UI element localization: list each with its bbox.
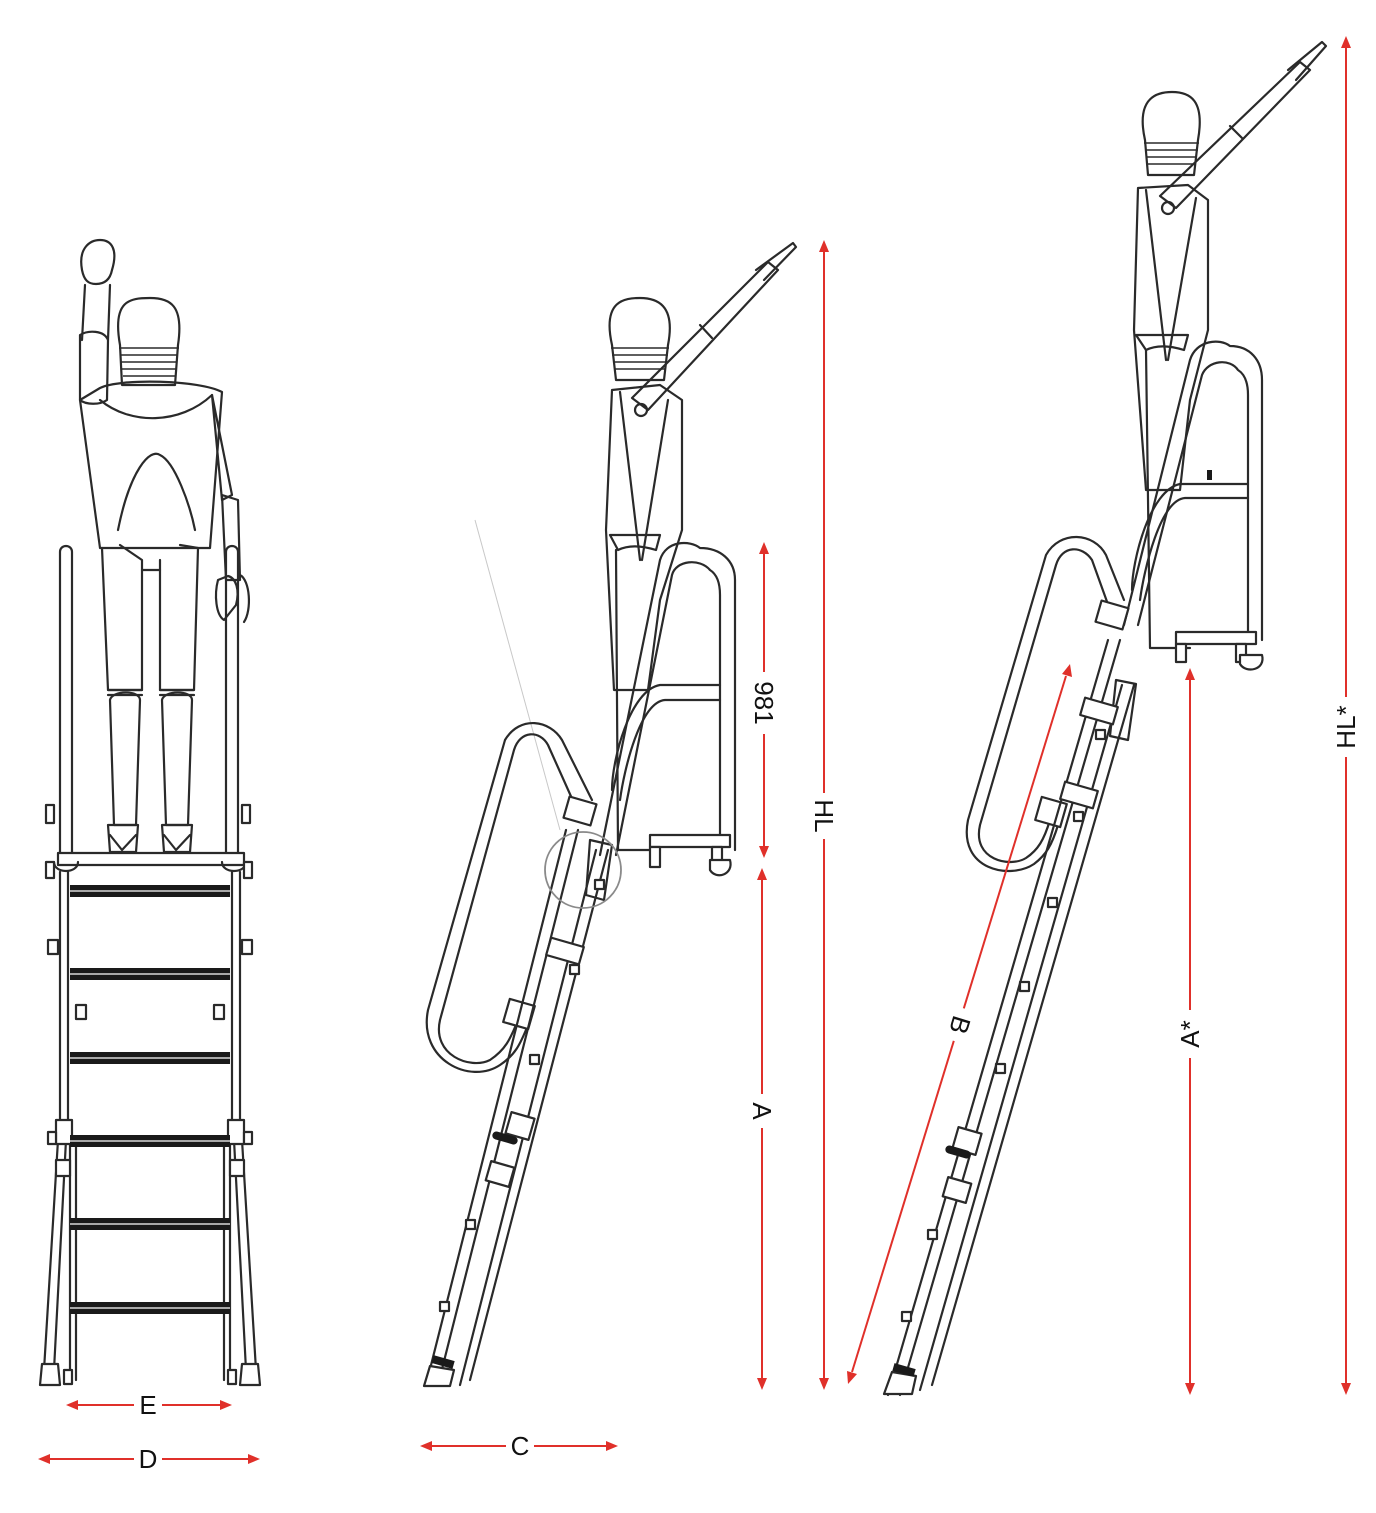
side-view-retracted bbox=[422, 241, 798, 1388]
side-stiles-retracted bbox=[422, 828, 622, 1388]
dimension-B: B bbox=[847, 664, 1072, 1384]
side-handrail-retracted bbox=[598, 541, 737, 877]
front-handrails bbox=[44, 544, 252, 864]
side-view-extended bbox=[882, 40, 1328, 1397]
dimension-label-A-star: A* bbox=[1175, 1020, 1205, 1047]
dimension-label-981: 981 bbox=[749, 681, 779, 724]
side-loop-handle-extended bbox=[965, 535, 1130, 873]
dimension-label-E: E bbox=[139, 1390, 156, 1420]
dimension-label-HL-star: HL* bbox=[1331, 705, 1361, 748]
dimension-lines: E D C 981 bbox=[38, 36, 1361, 1474]
dimension-label-A: A bbox=[747, 1102, 777, 1120]
dimension-A: A bbox=[747, 868, 777, 1390]
dimension-E: E bbox=[66, 1390, 232, 1420]
dimension-label-C: C bbox=[511, 1431, 530, 1461]
dimension-A-star: A* bbox=[1175, 668, 1205, 1395]
dimension-D: D bbox=[38, 1444, 260, 1474]
dimension-label-HL: HL bbox=[809, 799, 839, 832]
dimension-HL-star: HL* bbox=[1331, 36, 1361, 1395]
dimension-HL: HL bbox=[809, 240, 839, 1390]
front-platform bbox=[44, 851, 254, 880]
dimension-C: C bbox=[420, 1431, 618, 1461]
dimension-label-D: D bbox=[139, 1444, 158, 1474]
side-loop-handle-retracted bbox=[425, 722, 598, 1073]
front-figure bbox=[78, 238, 250, 854]
dimension-981: 981 bbox=[749, 542, 779, 858]
front-view bbox=[38, 238, 262, 1387]
side-stiles-extended bbox=[882, 638, 1138, 1397]
front-treads bbox=[70, 885, 230, 1314]
front-stiles bbox=[38, 870, 262, 1387]
side-handrail-extended bbox=[1122, 340, 1264, 671]
